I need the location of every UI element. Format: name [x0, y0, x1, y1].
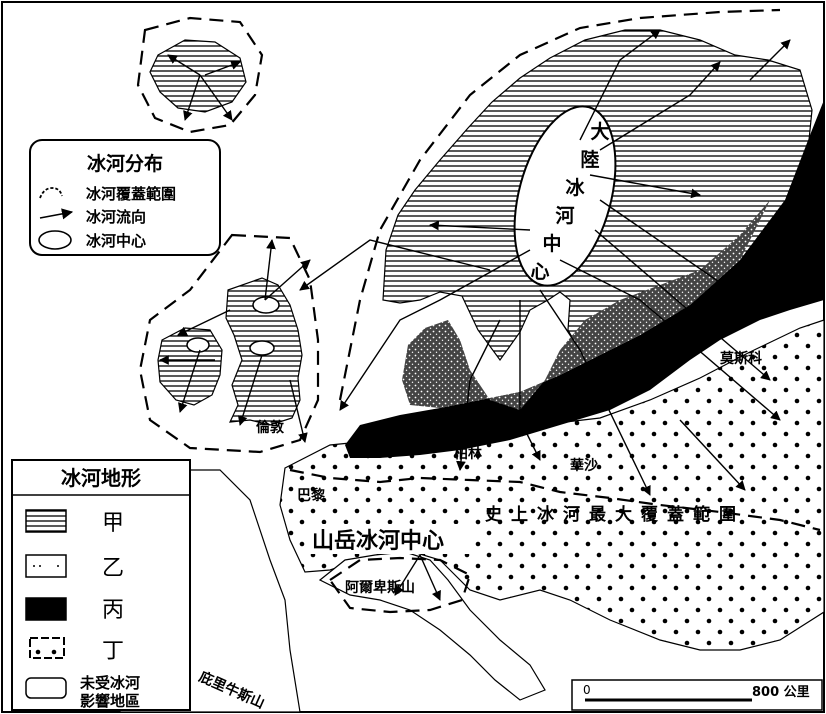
legend-center-label: 冰河中心 — [86, 232, 146, 250]
legend-jia: 甲 — [102, 511, 124, 536]
legend-unaffected-line2: 影響地區 — [80, 692, 140, 710]
ice-flow-arrows — [159, 29, 791, 601]
moraine-black-band — [345, 100, 824, 458]
max-coverage-label: 史上冰河最大覆蓋範圍 — [485, 504, 745, 525]
scale-bar: 0 800 公里 — [571, 679, 823, 711]
legend-coverage-label: 冰河覆蓋範圍 — [86, 185, 176, 203]
mountain-glacier-center-label: 山岳冰河中心 — [312, 529, 444, 554]
legend-landforms-title: 冰河地形 — [61, 466, 141, 490]
continental-center-label: 大 陸 冰 河 中 心 — [530, 120, 609, 283]
glacier-flow-arrow-icon — [39, 208, 74, 220]
britain-glacier-center-2 — [249, 340, 275, 356]
pattern-horizontal-lines-icon — [25, 509, 67, 533]
warsaw-label: 華沙 — [570, 457, 598, 474]
pattern-speckle-icon — [25, 554, 67, 578]
continental-glacier-center — [513, 105, 617, 287]
london-label: 倫敦 — [256, 419, 285, 436]
ireland-glacier-center — [186, 337, 210, 353]
legend-ding: 丁 — [102, 639, 124, 664]
continental-char-5: 心 — [530, 261, 549, 283]
glacier-center-ellipse-icon — [38, 230, 72, 250]
pattern-solid-black-icon — [25, 597, 67, 621]
main-ice-sheet-coverage — [338, 8, 781, 401]
continental-char-0: 大 — [590, 120, 609, 143]
alps-label: 阿爾卑斯山 — [345, 579, 415, 596]
legend-unaffected-line1: 未受冰河 — [79, 674, 140, 692]
speckle-zone — [402, 200, 770, 410]
continental-char-4: 中 — [542, 232, 561, 255]
legend-bing: 丙 — [102, 598, 124, 623]
continental-char-2: 冰 — [565, 176, 585, 199]
paris-label: 巴黎 — [297, 487, 325, 504]
continental-char-1: 陸 — [580, 148, 599, 171]
berlin-label: 柏林 — [454, 445, 482, 462]
pattern-dots-icon — [29, 637, 65, 659]
max-coverage-south — [289, 468, 821, 532]
scale-end: 800 公里 — [752, 685, 810, 700]
legend-distribution-title: 冰河分布 — [87, 152, 163, 175]
continental-char-3: 河 — [555, 205, 574, 227]
scale-start: 0 — [583, 683, 591, 697]
britain-coverage — [138, 233, 320, 454]
moscow-label: 莫斯科 — [719, 350, 762, 367]
legend-flow-label: 冰河流向 — [86, 208, 146, 226]
pattern-blank-icon — [25, 677, 67, 699]
legend-landforms: 冰河地形 甲 乙 丙 丁 未受冰河 影響地區 — [11, 459, 191, 711]
iceland-coverage — [136, 16, 264, 134]
ice-coverage-boundaries — [136, 8, 821, 614]
legend-distribution: 冰河分布 冰河覆蓋範圍 冰河流向 冰河中心 — [29, 139, 221, 256]
legend-yi: 乙 — [102, 556, 124, 581]
glacier-coverage-icon — [39, 187, 63, 199]
alps-coverage — [328, 556, 472, 614]
